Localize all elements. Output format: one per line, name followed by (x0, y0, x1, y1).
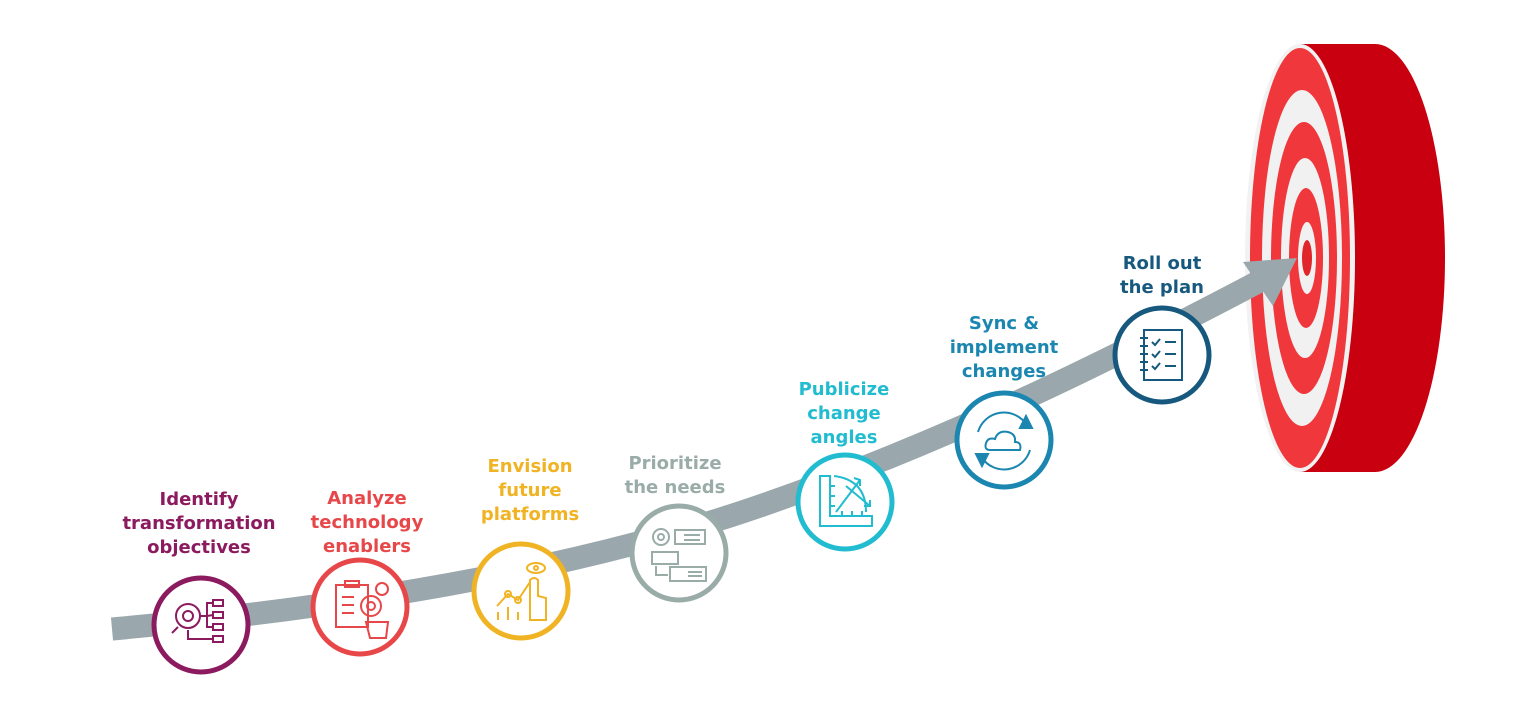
step-5-line-1: Publicize (798, 379, 890, 400)
step-1-circle (151, 575, 251, 675)
step-4-line-1: Prioritize (628, 453, 722, 474)
step-2-line-3: enablers (322, 536, 412, 557)
step-5-line-3: angles (810, 427, 878, 448)
step-4-label: Prioritize the needs (585, 452, 765, 500)
step-7-label: Roll out the plan (1072, 252, 1252, 300)
cloud-sync-icon (974, 411, 1034, 471)
step-4-line-2: the needs (624, 477, 726, 498)
step-1-line-3: objectives (147, 537, 251, 558)
step-7-line-2: the plan (1120, 277, 1204, 298)
target-bullseye (1245, 44, 1445, 472)
step-2-line-1: Analyze (327, 488, 407, 509)
step-2-line-2: technology (310, 512, 424, 533)
ruler-angle-icon (819, 475, 873, 527)
step-4-circle (629, 503, 729, 603)
target-center (1302, 240, 1312, 276)
step-1-label: Identify transformation objectives (109, 488, 289, 560)
step-3-line-3: platforms (480, 504, 580, 525)
arrow-head (1243, 258, 1297, 306)
step-5-label: Publicize change angles (754, 378, 934, 450)
step-2-label: Analyze technology enablers (277, 487, 457, 559)
step-7-line-1: Roll out (1122, 253, 1202, 274)
step-6-line-3: changes (961, 361, 1047, 382)
step-5-line-2: change (807, 403, 881, 424)
step-6-label: Sync & implement changes (914, 312, 1094, 384)
step-6-line-1: Sync & (968, 313, 1040, 334)
step-7-circle (1112, 305, 1212, 405)
step-3-circle (471, 541, 571, 641)
step-6-line-2: implement (949, 337, 1059, 358)
step-2-circle (310, 557, 410, 657)
step-5-circle (795, 452, 895, 552)
step-1-line-2: transformation (122, 513, 276, 534)
step-6-circle (954, 390, 1054, 490)
step-3-line-1: Envision (487, 456, 573, 477)
checklist-icon (1140, 329, 1183, 381)
step-3-label: Envision future platforms (440, 455, 620, 527)
step-1-line-1: Identify (159, 489, 239, 510)
clipboard-magnifier-icon (335, 580, 390, 639)
gear-search-network-icon (171, 599, 224, 643)
step-3-line-2: future (498, 480, 562, 501)
ranked-list-icon (651, 528, 707, 582)
growth-hand-eye-icon (496, 562, 547, 621)
